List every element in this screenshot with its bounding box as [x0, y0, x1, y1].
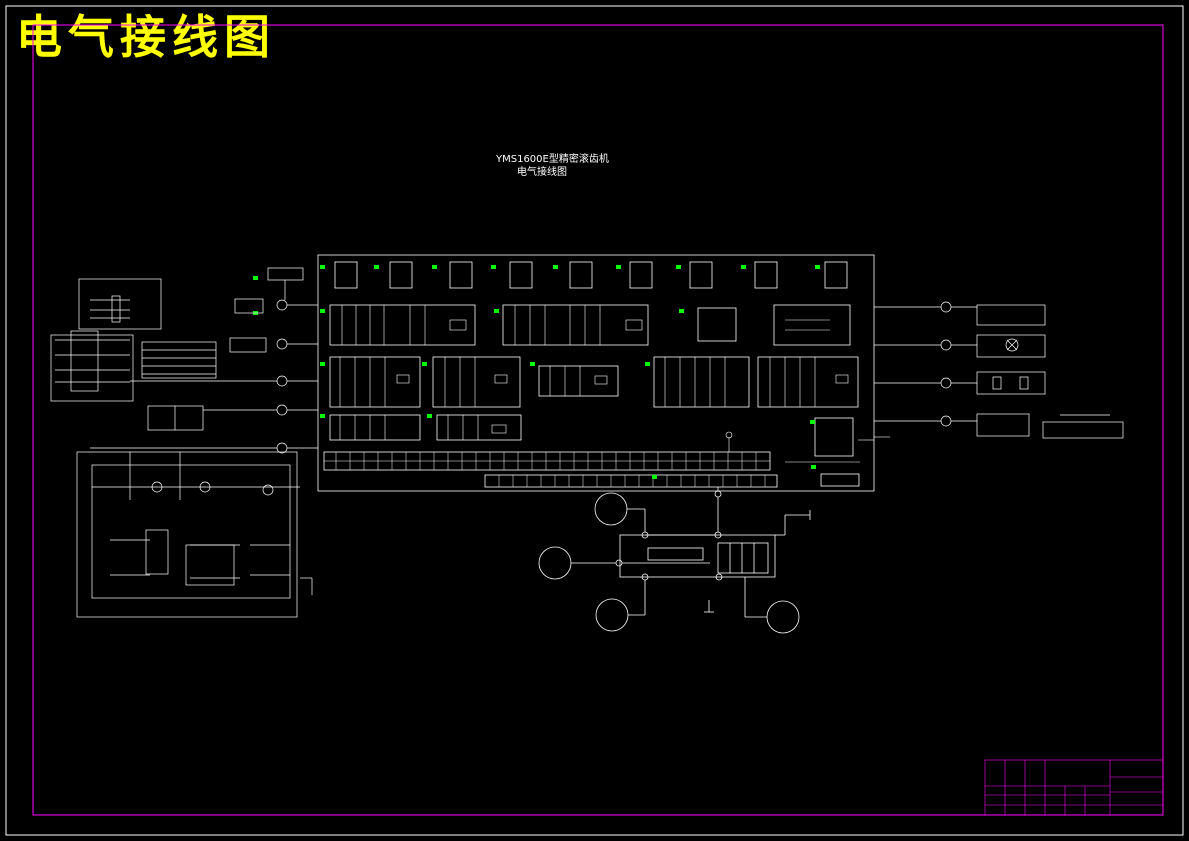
drawing-subtitle-machine: YMS1600E型精密滚齿机	[496, 154, 609, 165]
control-cabinet	[317, 254, 875, 492]
motors	[538, 487, 811, 634]
drawing-title: 电气接线图	[16, 10, 276, 64]
drawing-subtitle-type: 电气接线图	[517, 167, 567, 178]
title-block	[984, 759, 1164, 816]
terminal-strip-dividers	[324, 452, 770, 487]
indicator-marks	[253, 265, 820, 479]
right-connectors	[874, 301, 1124, 439]
drawing-frame	[32, 24, 1164, 816]
left-connectors	[50, 267, 318, 618]
cabinet-internal-wiring	[339, 305, 890, 463]
outer-sheet-border	[5, 5, 1184, 836]
